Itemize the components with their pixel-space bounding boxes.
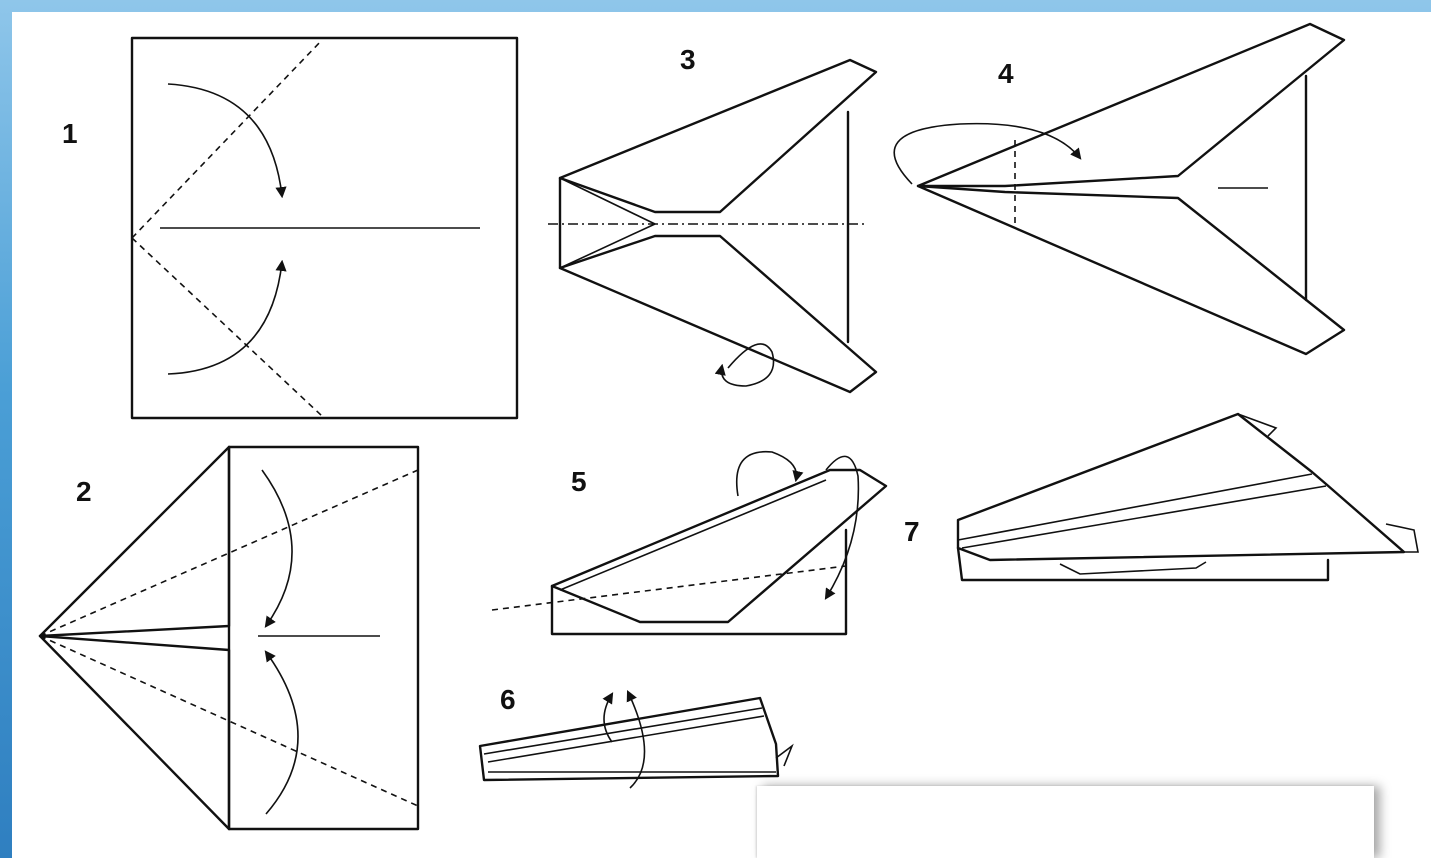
fold-arrow-icon — [736, 450, 804, 497]
fold-arrow-icon — [264, 650, 299, 815]
turn-over-arrow-icon — [714, 343, 775, 387]
step-7-label: 7 — [904, 516, 920, 547]
step-1-diagram — [130, 36, 519, 420]
step-2-label: 2 — [76, 476, 92, 507]
fold-arrow-icon — [893, 122, 1082, 185]
fold-arrow-icon — [167, 83, 287, 199]
overlay-box — [757, 786, 1374, 858]
fold-arrow-icon — [261, 469, 293, 628]
step-6-label: 6 — [500, 684, 516, 715]
step-2-diagram — [38, 445, 420, 831]
step-7-diagram — [956, 412, 1419, 582]
step-4-label: 4 — [998, 58, 1014, 89]
step-5-diagram — [491, 450, 888, 636]
slide-canvas — [12, 12, 1431, 858]
fold-arrow-icon — [602, 692, 614, 743]
step-5-label: 5 — [571, 466, 587, 497]
step-3-diagram — [548, 58, 878, 394]
step-3-label: 3 — [680, 44, 696, 75]
step-4-diagram — [893, 22, 1346, 356]
step-6-diagram — [478, 689, 794, 789]
fold-arrow-icon — [626, 689, 646, 789]
fold-arrow-icon — [824, 455, 860, 600]
step-1-label: 1 — [62, 118, 78, 149]
fold-arrow-icon — [167, 259, 287, 375]
